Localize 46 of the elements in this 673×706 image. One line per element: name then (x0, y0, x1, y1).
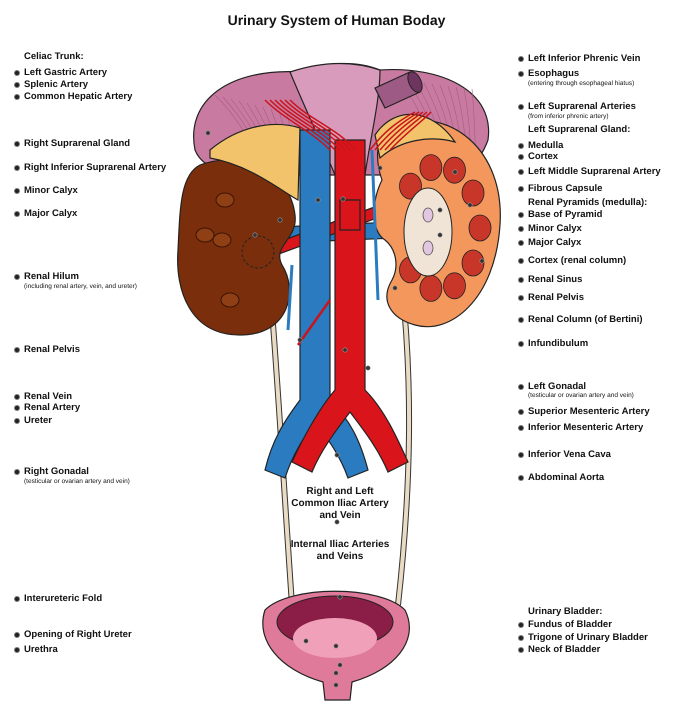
group-heading: Celiac Trunk: (24, 51, 84, 62)
part-label: Cortex (renal column) (528, 255, 626, 266)
part-label: Left Suprarenal Arteries (528, 101, 636, 112)
part-label: Renal Hilum (24, 271, 79, 282)
part-label: Right Suprarenal Gland (24, 138, 130, 149)
part-label: Internal Iliac Arteries and Veins (290, 539, 390, 563)
part-label: Cortex (528, 151, 558, 162)
part-label: Minor Calyx (24, 185, 78, 196)
part-label: Ureter (24, 415, 52, 426)
part-label: Left Inferior Phrenic Vein (528, 53, 640, 64)
group-heading: Left Suprarenal Gland: (528, 124, 630, 135)
part-label: Urethra (24, 644, 58, 655)
part-label: Splenic Artery (24, 79, 88, 90)
part-label: Right Inferior Suprarenal Artery (24, 162, 166, 173)
part-label: Renal Pelvis (24, 344, 80, 355)
part-label: Superior Mesenteric Artery (528, 406, 650, 417)
part-label: Neck of Bladder (528, 644, 600, 655)
part-label: Fibrous Capsule (528, 183, 602, 194)
part-label: Left Middle Suprarenal Artery (528, 166, 661, 177)
part-label: Renal Column (of Bertini) (528, 314, 643, 325)
group-heading: Renal Pyramids (medulla): (528, 197, 648, 208)
part-label: Infundibulum (528, 338, 588, 349)
part-label: Common Hepatic Artery (24, 91, 132, 102)
part-label: Renal Pelvis (528, 292, 584, 303)
part-label: Interureteric Fold (24, 593, 102, 604)
part-label: Left Gastric Artery (24, 67, 108, 78)
part-label: Renal Artery (24, 402, 80, 413)
part-label: Right and Left Common Iliac Artery and Vein (290, 486, 390, 522)
part-label: Inferior Vena Cava (528, 449, 611, 460)
part-label: Major Calyx (24, 208, 78, 219)
part-label: Renal Vein (24, 391, 72, 402)
part-label: Renal Sinus (528, 274, 582, 285)
part-label: Left Gonadal (528, 381, 586, 392)
part-label: Fundus of Bladder (528, 619, 612, 630)
diagram-title: Urinary System of Human Boday (226, 12, 446, 28)
part-label: Opening of Right Ureter (24, 629, 132, 640)
part-label: Inferior Mesenteric Artery (528, 422, 644, 433)
part-label: Trigone of Urinary Bladder (528, 632, 648, 643)
part-label: Medulla (528, 140, 564, 151)
part-label: Major Calyx (528, 237, 582, 248)
part-label: Right Gonadal (24, 466, 89, 477)
group-heading: Urinary Bladder: (528, 606, 602, 617)
part-label: Esophagus (528, 68, 580, 79)
part-label: Abdominal Aorta (528, 472, 604, 483)
part-label: Minor Calyx (528, 223, 582, 234)
part-label: Base of Pyramid (528, 209, 602, 220)
